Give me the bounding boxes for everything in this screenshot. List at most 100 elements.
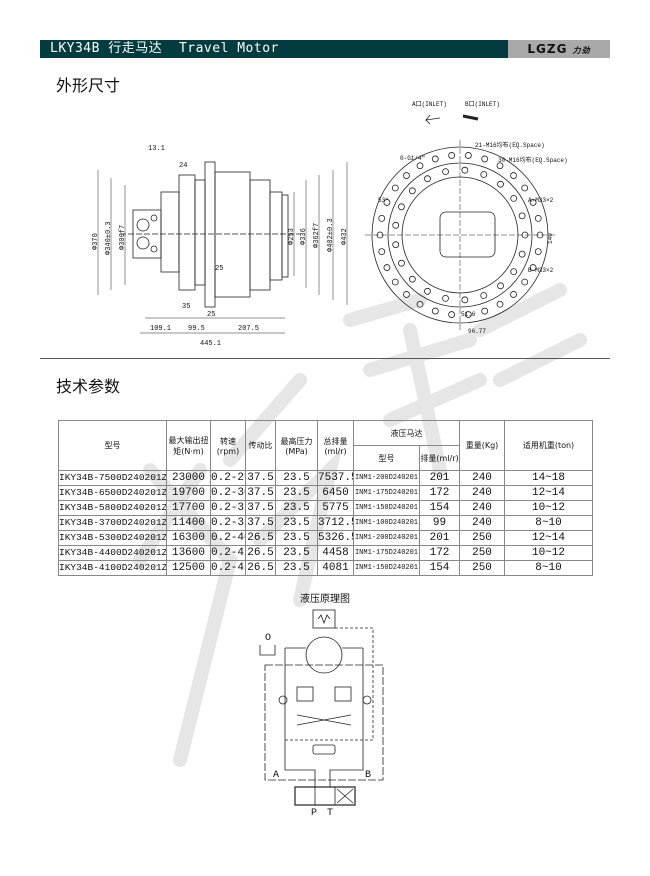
header-motor: 液压马达 [353,420,460,446]
table-cell: INM1-200D240201 [353,530,420,546]
bolt-hole [518,212,526,220]
table-cell: 0.2-29 [210,470,246,486]
hydraulic-schematic: O A B P T [259,609,384,817]
table-cell: IKY34B-3700D240201Z [58,515,167,531]
table-cell: 201 [419,470,460,486]
bolt-hole [383,199,391,206]
bolt-hole [442,168,449,176]
front-label: 30-M16均布(EQ.Space) [498,156,568,164]
bolt-hole [510,194,518,202]
dim-label: 445.1 [200,340,221,348]
header-speed-unit: (rpm) [216,446,240,456]
header-motor-model: 型号 [353,445,420,471]
bolt-hole [392,241,400,249]
bolt-hole [403,291,410,298]
table-cell: 4081 [317,560,354,576]
table-cell: IKY34B-7500D240201Z [58,470,167,486]
dim-label: Φ300f7 [119,225,127,250]
logo-text: LGZG [527,42,568,56]
table-cell: 23.5 [275,485,318,501]
table-cell: 23.5 [275,470,318,486]
bolt-hole [464,311,472,318]
table-cell: IKY34B-5300D240201Z [58,530,167,546]
bolt-hole [521,278,529,286]
port-a-label: A [273,770,279,781]
section-divider [40,358,610,359]
table-cell: 37.5 [245,500,276,516]
table-cell: 250 [459,530,505,546]
bolt-hole [461,166,469,174]
bolt-hole [534,214,542,222]
logo-subtext: 力劲 [572,46,591,55]
header-title: LKY34B 行走马达 Travel Motor [50,41,279,56]
table-row: IKY34B-7500D240201Z230000.2-2937.523.575… [58,470,593,486]
bolt-hole [378,248,386,256]
header-model: 型号 [58,420,167,471]
table-cell: 0.2-40 [210,530,246,546]
port-b-label: B [365,770,371,781]
dim-label: Φ370 [92,233,100,250]
bolt-hole [408,187,416,195]
table-cell: 3712.5 [317,515,354,531]
table-cell: 11400 [166,515,211,531]
table-cell: 13600 [166,545,211,561]
bolt-hole [521,231,529,239]
dim-label: Φ336 [300,228,308,245]
table-cell: 10~12 [504,545,593,561]
front-view-drawing: A口(INLET) B口(INLET) 21-M16均布(EQ.Space) 3… [365,101,568,335]
bolt-hole [496,300,504,308]
table-cell: 6450 [317,485,354,501]
table-cell: 4458 [317,545,354,561]
bolt-hole [448,152,456,159]
front-label: 140 [547,233,554,244]
front-label: B-M33×2 [528,267,554,274]
table-cell: 37.5 [245,470,276,486]
table-cell: INM1-200D240201 [353,470,420,486]
table-row: IKY34B-5800D240201Z177000.2-3237.523.557… [58,500,593,516]
front-label: 96.77 [468,328,486,335]
table-cell: IKY34B-5800D240201Z [58,500,167,516]
table-cell: 16300 [166,530,211,546]
dim-label: 207.5 [238,325,259,333]
table-cell: 12~14 [504,530,593,546]
bolt-hole [480,292,488,299]
bolt-hole [383,264,391,271]
bolt-hole [518,250,526,258]
table-cell: 7537.5 [317,470,354,486]
table-cell: 23.5 [275,530,318,546]
dim-label: 35 [182,303,190,311]
header-ratio: 传动比 [245,420,276,471]
hydraulic-diagram-title: 液压原理图 [300,594,350,605]
header-pressure: 最高压力(MPa) [275,420,318,471]
section-title-specs: 技术参数 [56,377,121,396]
port-b-label: B口(INLET) [465,101,500,108]
bolt-hole [391,278,399,286]
bolt-hole [510,291,517,298]
bolt-hole [521,184,529,192]
header-disp-unit: (ml/r) [324,446,347,456]
bolt-hole [391,184,399,192]
table-row: IKY34B-4100D240201Z125000.2-4526.523.540… [58,560,593,576]
table-cell: 14~18 [504,470,593,486]
bolt-hole [481,307,489,315]
header-speed-label: 转速 [220,436,236,446]
bolt-hole [481,155,489,163]
table-cell: 17700 [166,500,211,516]
bolt-hole [448,311,456,318]
bolt-hole [464,152,472,159]
table-cell: 12500 [166,560,211,576]
dim-label: Φ432 [341,228,349,245]
bolt-hole [403,172,410,179]
bolt-hole [431,155,439,163]
table-cell: IKY34B-6500D240201Z [58,485,167,501]
bolt-hole [408,275,416,283]
bolt-hole [497,180,504,188]
brand-logo: LGZG 力劲 [508,40,610,58]
dim-label: Φ362f7 [313,223,321,248]
table-cell: 250 [459,560,505,576]
bolt-hole [398,203,405,211]
header-machine: 适用机重(ton) [504,420,593,471]
table-cell: 37.5 [245,485,276,501]
bolt-hole [510,268,518,276]
port-p-label: P [311,808,317,817]
